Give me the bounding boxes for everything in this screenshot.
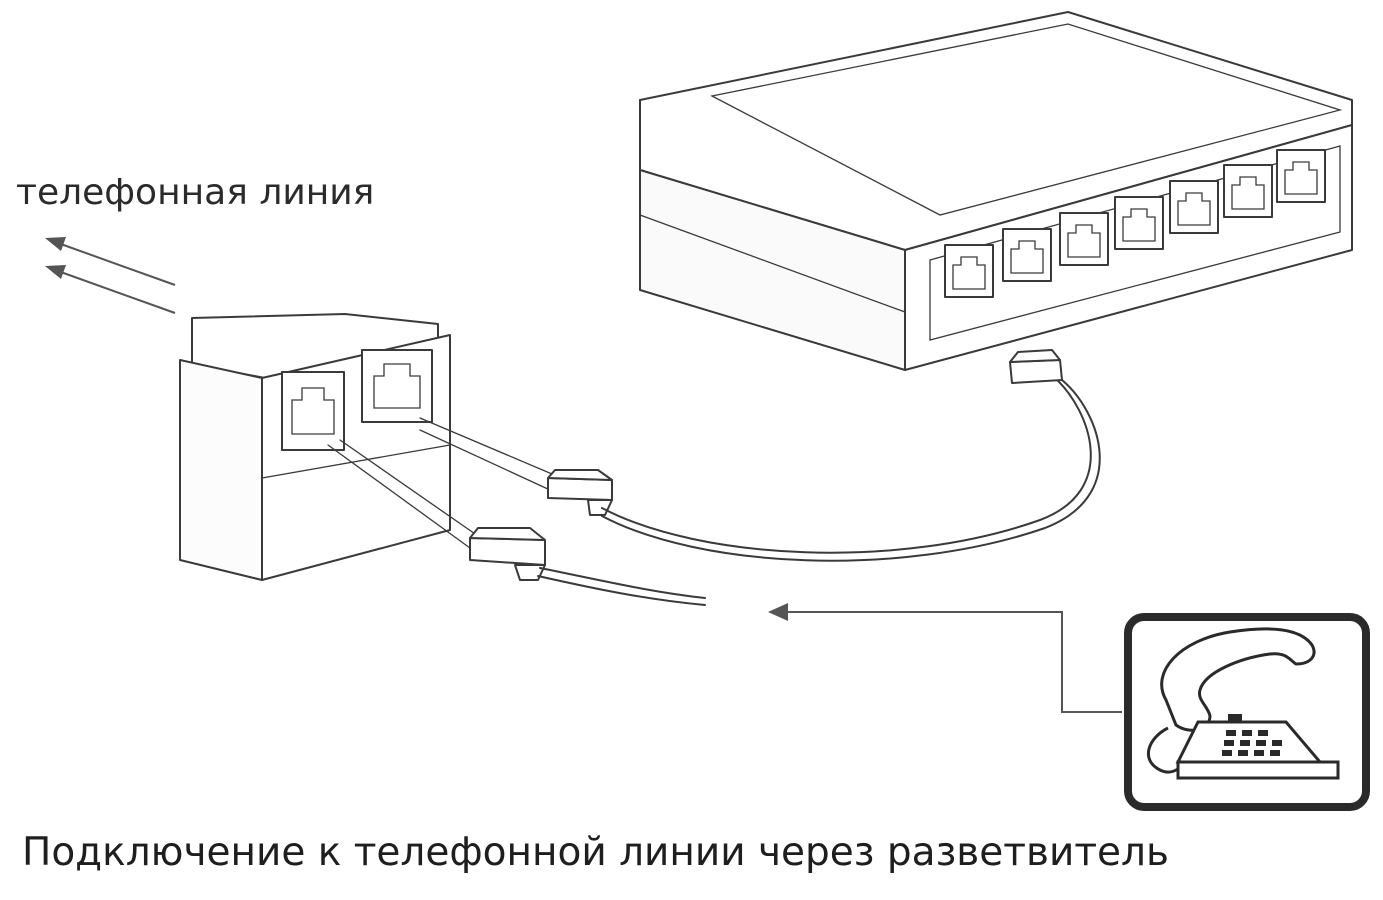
diagram-caption: Подключение к телефонной линии через раз… [22,830,1169,875]
router-ports [944,149,1326,298]
phone-line-arrows-icon [45,237,176,314]
telephone-icon [1124,613,1370,811]
splitter-cables [327,417,553,549]
phone-arrow-icon [768,603,1122,713]
rj11-plug-lower-icon [469,527,546,581]
splitter-icon [179,313,451,581]
rj11-plug-upper-icon [547,469,613,516]
phone-line-label: телефонная линия [16,172,375,213]
rj11-plug-router-icon [1009,349,1063,384]
router-icon [639,11,1353,371]
